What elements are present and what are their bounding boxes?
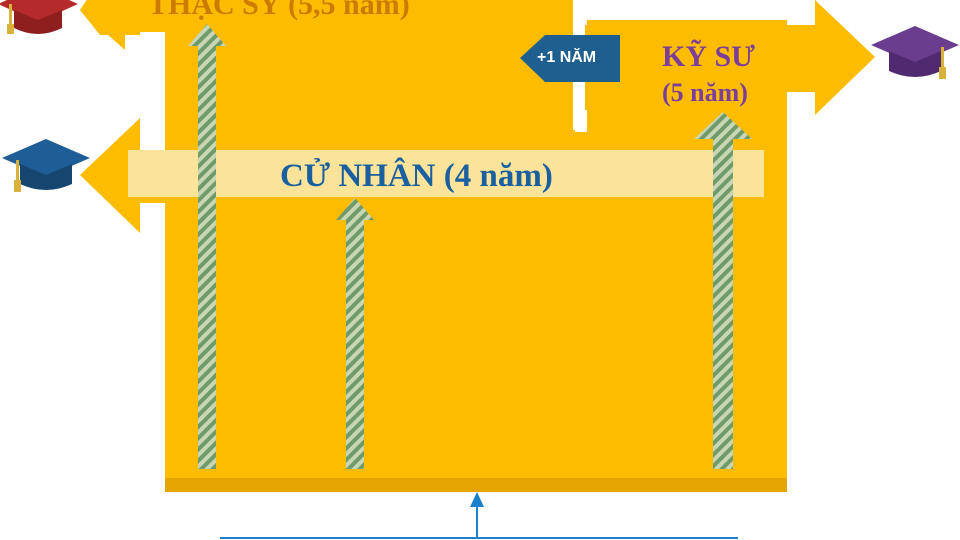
bachelor-band	[128, 150, 764, 197]
engineer-arrow	[585, 0, 875, 115]
main-block-bottom	[165, 478, 787, 492]
graduation-cap-icon	[871, 26, 959, 79]
hatched-arrow-master	[188, 24, 226, 469]
master-arrow	[80, 0, 575, 35]
top-notch-right	[587, 0, 817, 20]
bachelor-notch	[142, 120, 164, 148]
master-arrow-head	[80, 0, 150, 50]
bachelor-label: CỬ NHÂN (4 năm)	[280, 158, 553, 194]
engineer-title: KỸ SƯ	[662, 40, 756, 73]
hatched-arrow-engineer	[694, 112, 752, 469]
engineer-years: (5 năm)	[662, 78, 748, 107]
bachelor-arrow	[80, 118, 165, 233]
master-arrow-notch	[142, 33, 164, 120]
hatched-arrow-bachelor	[336, 198, 374, 469]
entry-arrow-head	[470, 492, 484, 507]
graduation-cap-icon	[0, 0, 78, 34]
plus-one-label: +1 NĂM	[537, 49, 597, 66]
graduation-cap-icon	[2, 139, 90, 192]
engineer-arrow-notch	[575, 110, 587, 132]
bachelor-notch-bottom	[142, 205, 164, 493]
master-label: THẠC SỸ (5,5 năm)	[148, 0, 410, 21]
plus-one-arrow	[520, 35, 620, 82]
